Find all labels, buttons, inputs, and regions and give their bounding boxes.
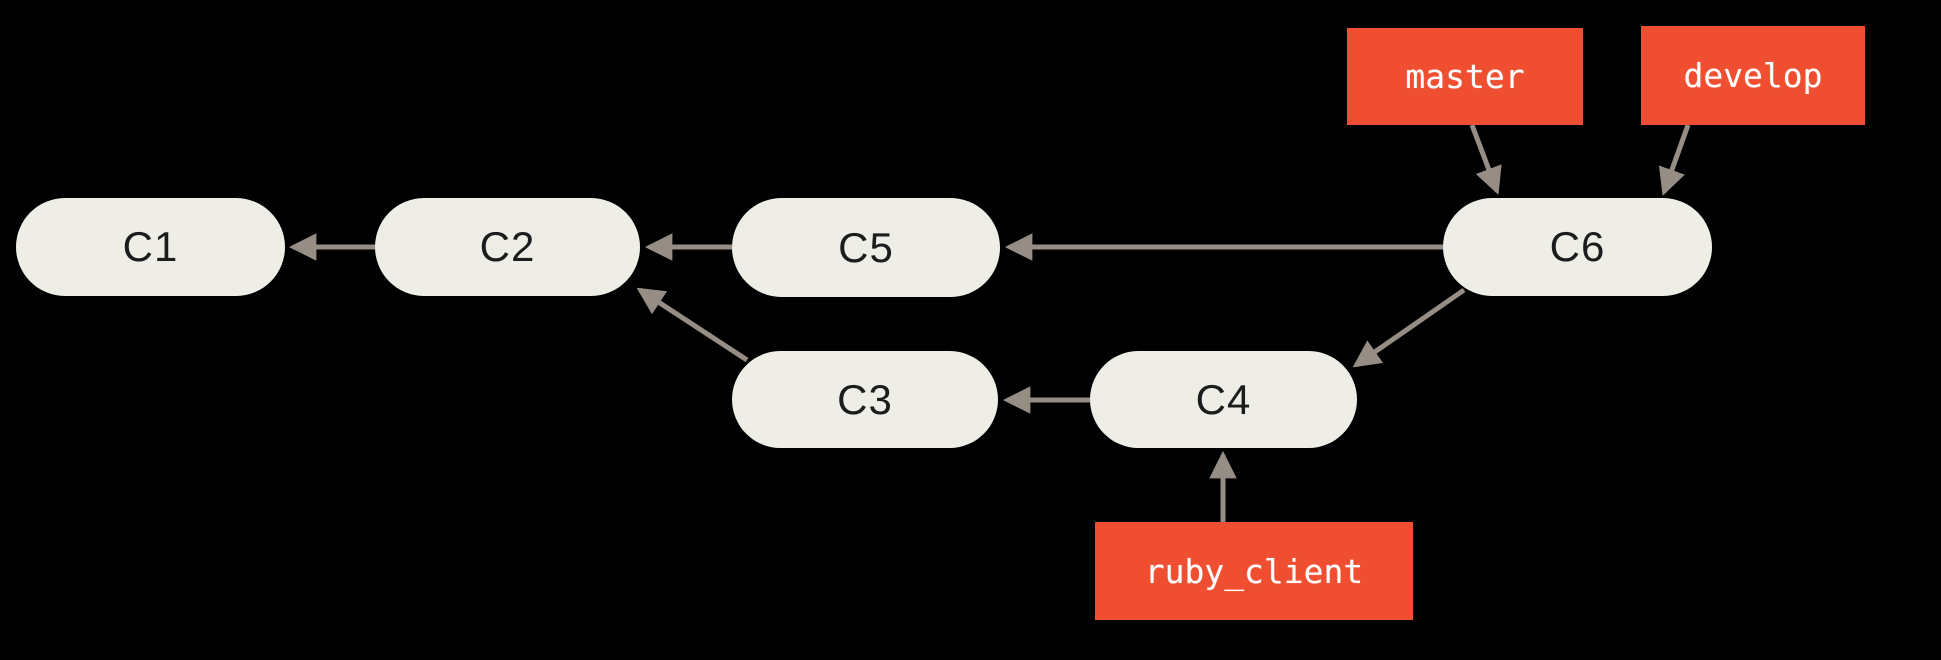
branch-tag-master-label: master [1405,57,1525,96]
commit-node-c1: C1 [16,198,285,296]
branch-tag-master: master [1347,28,1583,125]
commit-node-c3-label: C3 [837,375,893,423]
commit-node-c2-label: C2 [479,223,536,270]
edge-c6-to-c4 [1352,287,1466,368]
commit-node-c6-label: C6 [1549,223,1606,270]
commit-node-c3: C3 [732,351,998,448]
branch-tag-develop: develop [1641,26,1865,125]
commit-node-c4: C4 [1090,351,1357,448]
edge-c3-to-c2 [636,287,749,363]
commit-node-c6: C6 [1443,198,1712,296]
edge-master-to-c6 [1469,124,1502,195]
edge-develop-to-c6 [1658,124,1691,196]
branch-tag-ruby-client: ruby_client [1095,522,1413,620]
commit-node-c4-label: C4 [1195,375,1252,423]
commit-node-c2: C2 [375,198,640,296]
branch-tag-ruby-client-label: ruby_client [1144,551,1364,591]
commit-node-c1-label: C1 [122,223,179,270]
branch-tag-develop-label: develop [1683,56,1823,95]
commit-node-c5: C5 [732,198,1000,297]
commit-node-c5-label: C5 [838,223,894,271]
